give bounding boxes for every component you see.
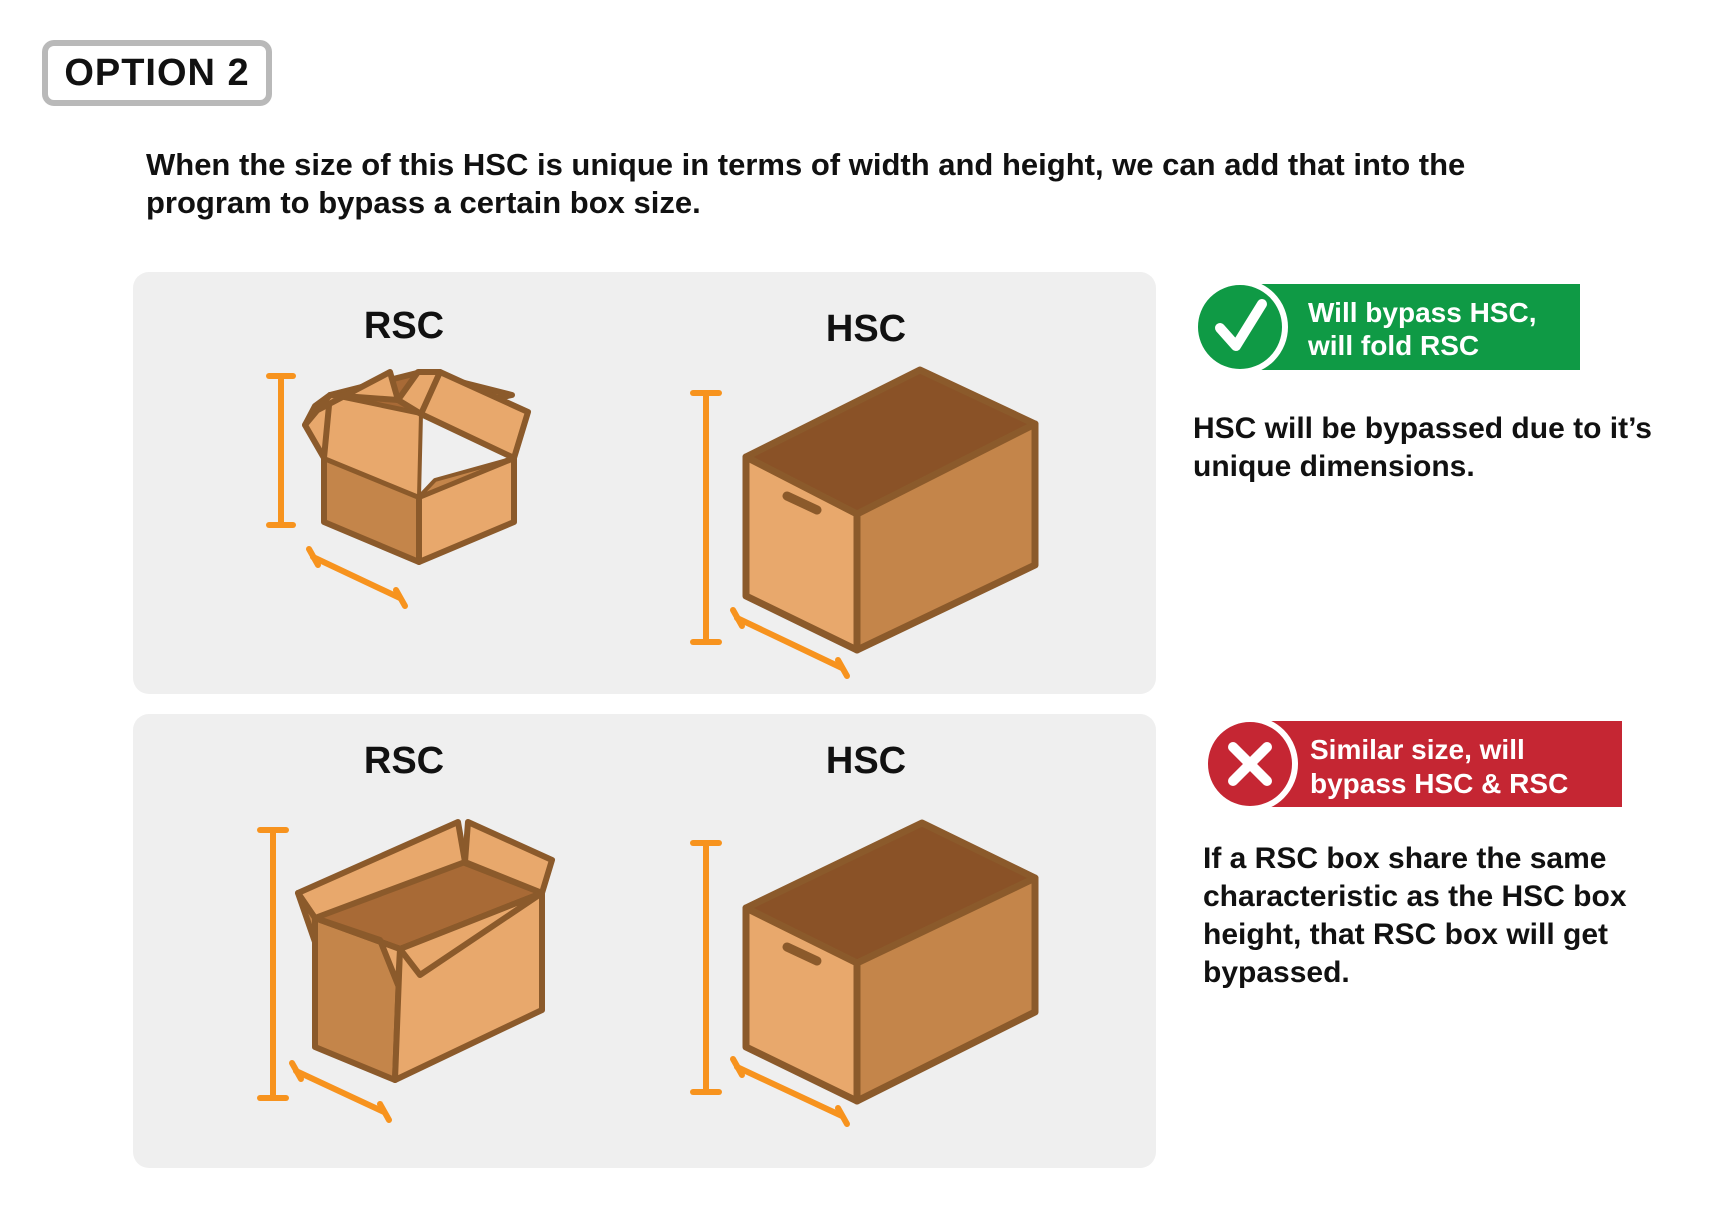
hsc-label-2: HSC: [825, 740, 907, 782]
hsc-box-2: [742, 819, 1039, 1105]
rsc-box-tall: [295, 819, 555, 1083]
verdict-tag-pass: Will bypass HSC, will fold RSC: [1192, 279, 1580, 375]
rsc-label-1: RSC: [363, 305, 445, 347]
check-icon: [1215, 299, 1267, 351]
rsc-dimension-lines-1: [266, 373, 408, 609]
verdict-fail-line1: Similar size, will: [1310, 734, 1525, 765]
hsc-box-1: [742, 366, 1039, 654]
verdict-tag-fail: Similar size, will bypass HSC & RSC: [1202, 716, 1622, 812]
verdict-pass-line2: will fold RSC: [1307, 330, 1479, 361]
hsc-dimension-lines-2: [690, 840, 850, 1127]
x-icon: [1228, 742, 1272, 786]
rsc-box-small: [302, 369, 531, 565]
verdict-fail-line2: bypass HSC & RSC: [1310, 768, 1568, 799]
explanation-2: If a RSC box share the same characterist…: [1203, 842, 1627, 989]
rsc-dimension-lines-2: [257, 827, 392, 1123]
intro-text: When the size of this HSC is unique in t…: [146, 147, 1466, 220]
rsc-label-2: RSC: [363, 740, 445, 782]
option-badge: OPTION 2: [42, 40, 272, 106]
verdict-pass-line1: Will bypass HSC,: [1308, 297, 1536, 328]
explanation-1: HSC will be bypassed due to it’s unique …: [1193, 412, 1652, 483]
hsc-label-1: HSC: [825, 308, 907, 350]
hsc-dimension-lines-1: [690, 390, 850, 679]
